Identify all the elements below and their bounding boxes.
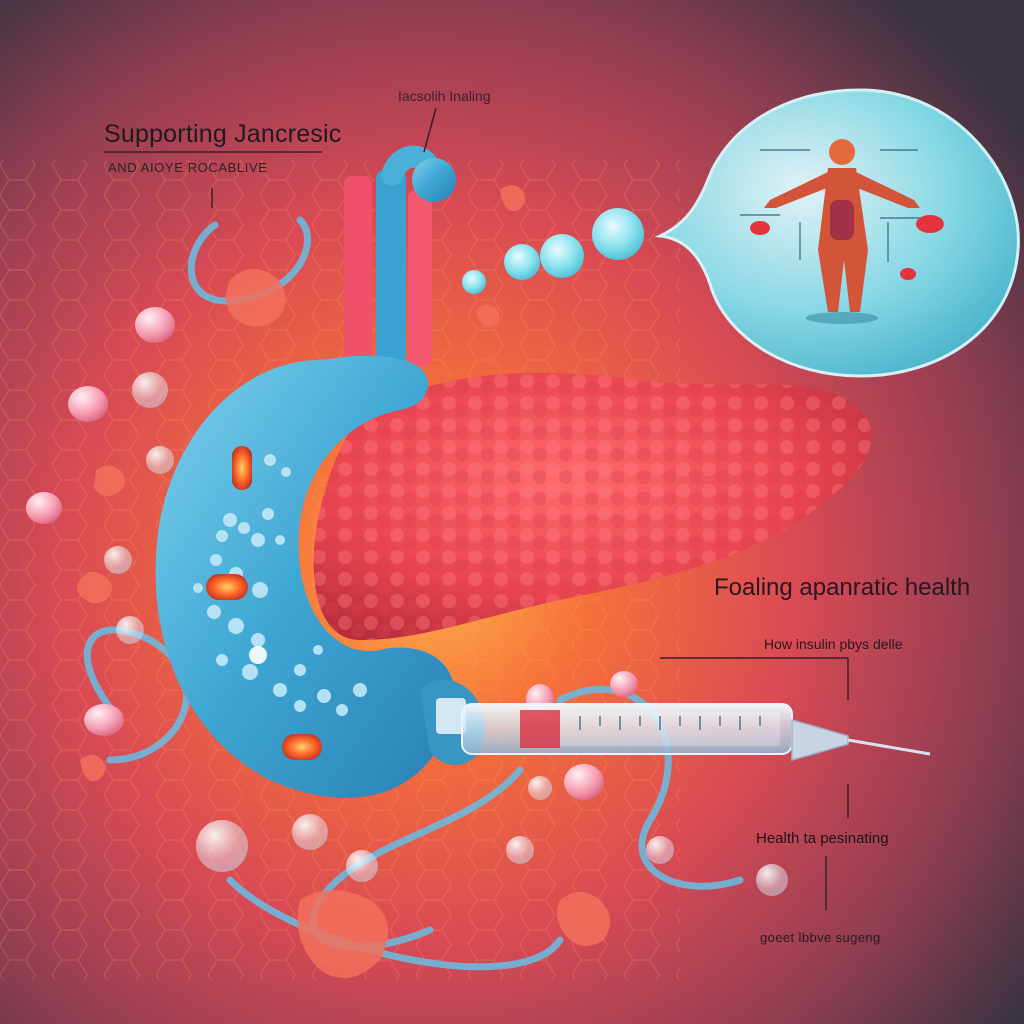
heading-fostering: Foaling apanratic health: [714, 574, 971, 601]
bubble: [504, 244, 540, 280]
anatomy-organ-red: [916, 215, 944, 233]
floating-cells: [26, 307, 638, 800]
syringe-icon: [436, 698, 931, 761]
label-health: Health ta pesinating: [756, 830, 889, 847]
pancreas-texture: [313, 372, 872, 640]
duodenum: [155, 355, 455, 798]
capsule: [206, 574, 248, 600]
anatomy-organ-red: [750, 221, 770, 235]
vessel-bulb: [412, 158, 456, 202]
label-how-insulin: How insulin pbys delle: [764, 636, 903, 652]
vessel-pink: [408, 190, 432, 366]
bubble: [540, 234, 584, 278]
human-anatomy-icon: [764, 139, 920, 324]
subtitle-and-above: AND AIOYE ROCABLIVE: [108, 160, 268, 175]
glass-spheres: [104, 372, 788, 896]
anatomy-organ-red: [900, 268, 916, 280]
bubble: [592, 208, 644, 260]
capsule: [282, 734, 322, 760]
anatomy-callouts: [740, 149, 926, 262]
bubble: [462, 270, 486, 294]
sparkle: [249, 646, 267, 664]
title-supporting: Supporting Jancresic: [104, 120, 342, 148]
vessel-red: [344, 176, 372, 366]
label-insulin-healing: Iacsolih Inaling: [398, 88, 491, 104]
vessel-blue: [376, 170, 406, 366]
capsule: [232, 446, 252, 490]
label-goeet: goeet lbbve sugeng: [760, 930, 881, 945]
organelle-blobs: [77, 185, 611, 978]
pointer-lines: [104, 107, 849, 910]
